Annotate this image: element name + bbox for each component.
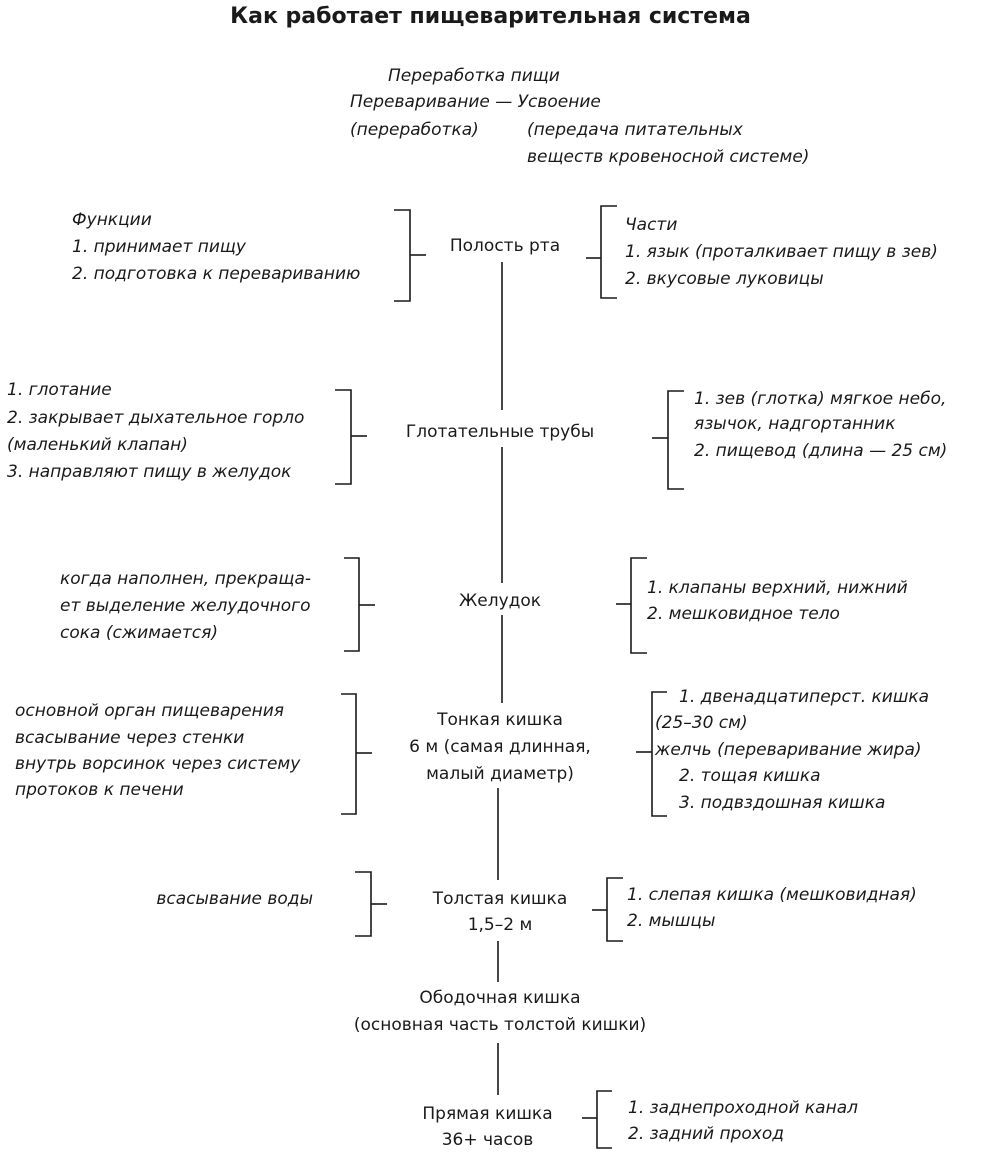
mouth-function-1: 1. принимает пищу bbox=[72, 237, 246, 257]
small-intestine-part-3: 3. подвздошная кишка bbox=[679, 793, 886, 813]
mouth-functions-heading: Функции bbox=[72, 210, 152, 230]
mouth-parts-heading: Части bbox=[625, 215, 678, 235]
bracket-mouth-left bbox=[394, 209, 411, 302]
throat-part-1-cont: язычок, надгортанник bbox=[694, 414, 896, 434]
organ-label-rectum: Прямая кишка bbox=[422, 1104, 553, 1124]
organ-label-throat: Глотательные трубы bbox=[405, 422, 595, 442]
rectum-time: 36+ часов bbox=[441, 1130, 534, 1150]
stomach-part-1: 1. клапаны верхний, нижний bbox=[647, 578, 908, 598]
mouth-part-1: 1. язык (проталкивает пищу в зев) bbox=[625, 242, 938, 262]
bracket-large-left bbox=[355, 871, 372, 937]
organ-label-stomach: Желудок bbox=[458, 591, 542, 611]
bracket-stomach-left bbox=[344, 557, 360, 652]
mouth-part-2: 2. вкусовые луковицы bbox=[625, 269, 824, 289]
throat-part-2: 2. пищевод (длина — 25 см) bbox=[694, 441, 948, 461]
small-intestine-length: 6 м (самая длинная, bbox=[409, 737, 591, 757]
mouth-function-2: 2. подготовка к перевариванию bbox=[72, 264, 361, 284]
organ-label-colon: Ободочная кишка bbox=[419, 988, 581, 1008]
rectum-part-1: 1. заднепроходной канал bbox=[628, 1098, 858, 1118]
stomach-part-2: 2. мешковидное тело bbox=[647, 604, 840, 624]
intro-line-1: Переработка пищи bbox=[388, 66, 560, 86]
intro-line-4: веществ кровеносной системе) bbox=[527, 147, 810, 167]
large-intestine-note: всасывание воды bbox=[156, 889, 313, 909]
small-intestine-part-1-length: (25–30 см) bbox=[655, 713, 748, 733]
throat-function-1: 1. глотание bbox=[7, 380, 112, 400]
diagram-title: Как работает пищеварительная система bbox=[230, 4, 751, 29]
bracket-mouth-right bbox=[600, 205, 617, 299]
bracket-small-left bbox=[341, 693, 357, 815]
bracket-stomach-right bbox=[630, 557, 647, 654]
organ-label-small-intestine: Тонкая кишка bbox=[437, 710, 563, 730]
bracket-throat-right bbox=[667, 390, 684, 490]
small-intestine-bile: желчь (переваривание жира) bbox=[655, 740, 922, 760]
throat-function-2-note: (маленький клапан) bbox=[7, 435, 188, 455]
large-intestine-part-2: 2. мышцы bbox=[627, 911, 716, 931]
stomach-note-1: когда наполнен, прекраща- bbox=[60, 569, 311, 589]
small-intestine-note-2: всасывание через стенки bbox=[15, 728, 245, 748]
small-intestine-diameter: малый диаметр) bbox=[426, 764, 574, 784]
bracket-rectum-right bbox=[596, 1090, 612, 1149]
stomach-note-3: сока (сжимается) bbox=[60, 623, 218, 643]
throat-function-3: 3. направляют пищу в желудок bbox=[7, 462, 292, 482]
small-intestine-part-2: 2. тощая кишка bbox=[679, 766, 821, 786]
stomach-note-2: ет выделение желудочного bbox=[60, 596, 311, 616]
intro-line-3b: (передача питательных bbox=[527, 120, 743, 140]
throat-function-2: 2. закрывает дыхательное горло bbox=[7, 408, 305, 428]
organ-label-large-intestine: Толстая кишка bbox=[432, 889, 568, 909]
small-intestine-note-3: внутрь ворсинок через систему bbox=[15, 754, 301, 774]
small-intestine-note-1: основной орган пищеварения bbox=[15, 701, 285, 721]
intro-line-3a: (переработка) bbox=[350, 120, 479, 140]
rectum-part-2: 2. задний проход bbox=[628, 1124, 784, 1144]
large-intestine-length: 1,5–2 м bbox=[467, 915, 533, 935]
throat-part-1: 1. зев (глотка) мягкое небо, bbox=[694, 389, 947, 409]
small-intestine-part-1: 1. двенадцатиперст. кишка bbox=[679, 687, 930, 707]
bracket-large-right bbox=[606, 877, 623, 942]
large-intestine-part-1: 1. слепая кишка (мешковидная) bbox=[627, 885, 917, 905]
colon-note: (основная часть толстой кишки) bbox=[353, 1015, 647, 1035]
small-intestine-note-4: протоков к печени bbox=[15, 780, 184, 800]
bracket-small-right bbox=[651, 691, 667, 817]
intro-line-2: Переваривание — Усвоение bbox=[350, 92, 601, 112]
bracket-throat-left bbox=[335, 389, 352, 485]
organ-label-mouth: Полость рта bbox=[449, 236, 561, 256]
